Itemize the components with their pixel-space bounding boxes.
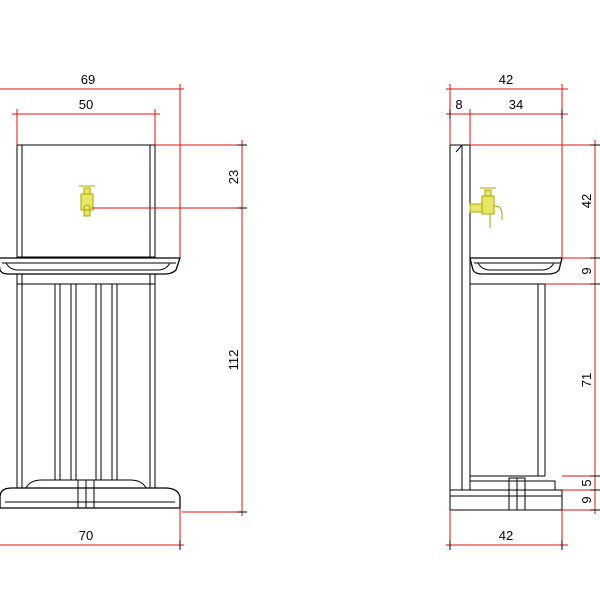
side-dimensions xyxy=(446,84,600,550)
front-dimensions xyxy=(0,84,247,550)
side-tap-icon xyxy=(469,187,503,228)
front-dim-tap-height: 23 xyxy=(226,170,241,184)
front-basin xyxy=(0,257,181,275)
side-dim-overall-depth: 42 xyxy=(499,72,513,87)
front-column xyxy=(16,274,156,488)
front-base xyxy=(0,479,181,509)
side-back-wall xyxy=(449,144,471,491)
side-dim-plinth-upper: 5 xyxy=(579,479,594,486)
side-dim-inner-depth: 34 xyxy=(509,97,523,112)
front-view: 69 50 23 112 70 xyxy=(0,72,247,550)
side-dim-basin-height: 9 xyxy=(579,267,594,274)
front-dim-total-height: 112 xyxy=(226,350,241,371)
front-tap-icon xyxy=(79,185,95,217)
front-dim-base-width: 70 xyxy=(79,528,93,543)
front-dim-back-width: 50 xyxy=(79,97,93,112)
side-plinth xyxy=(449,477,563,511)
side-view: 42 8 34 42 9 71 5 9 42 xyxy=(446,72,600,550)
side-dim-wall-thickness: 8 xyxy=(455,97,462,112)
front-back-panel xyxy=(16,144,156,258)
front-dim-overall-width: 69 xyxy=(81,72,95,87)
side-dim-tap-to-basin: 42 xyxy=(579,194,594,208)
side-column xyxy=(470,283,546,477)
side-basin xyxy=(469,257,563,275)
side-dim-base-depth: 42 xyxy=(499,528,513,543)
side-dim-column-height: 71 xyxy=(579,373,594,387)
side-dim-plinth-lower: 9 xyxy=(579,496,594,503)
